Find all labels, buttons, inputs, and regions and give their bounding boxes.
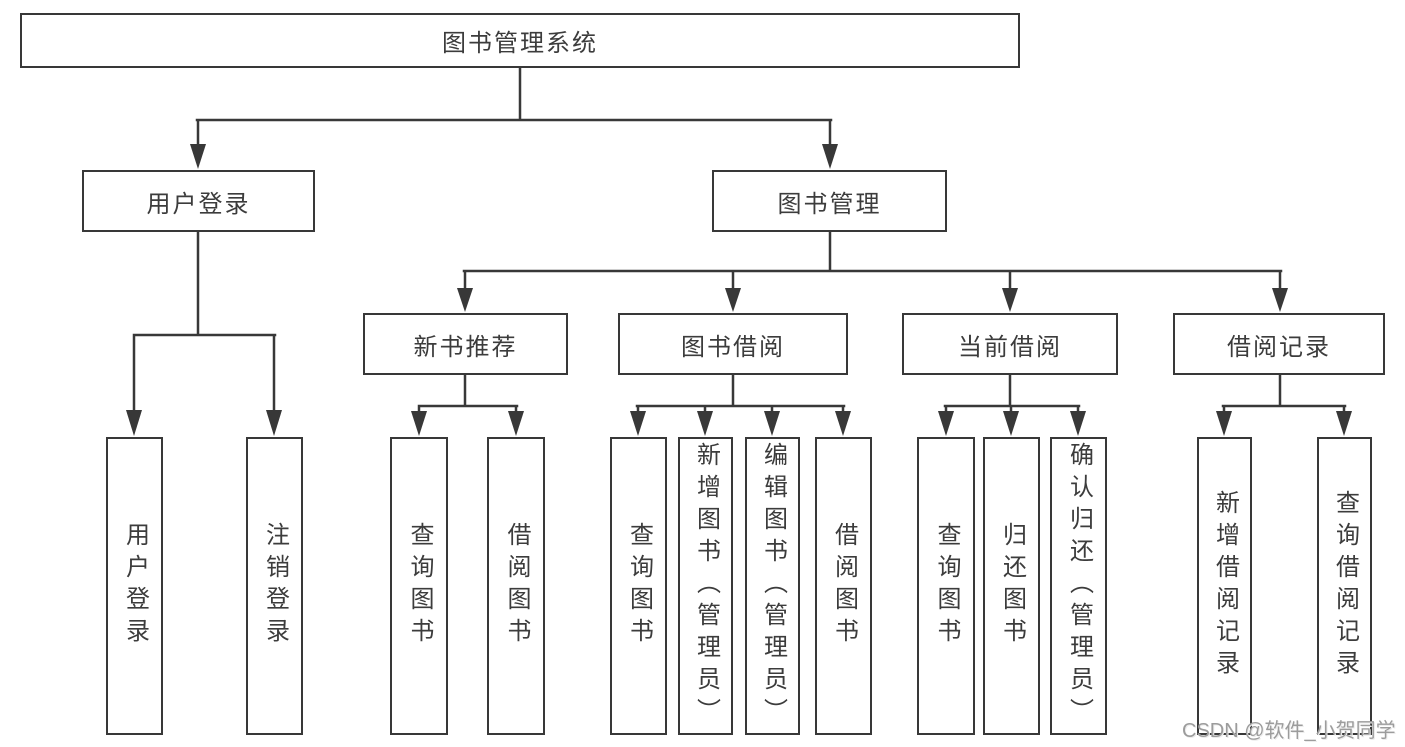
leaf-newbook-query-books: 查询图书 [390,437,448,735]
leaf-current-confirm-return: 确认归还（管理员） [1050,437,1107,735]
leaf-borrowing-edit-books: 编辑图书（管理员） [745,437,800,735]
node-book-borrowing: 图书借阅 [618,313,848,375]
leaf-current-query-books: 查询图书 [917,437,975,735]
node-label: 确认归还（管理员） [1065,442,1093,730]
node-label: 查询图书 [406,522,433,650]
node-label: 查询借阅记录 [1331,490,1359,682]
node-borrowing-records: 借阅记录 [1173,313,1385,375]
node-label: 查询图书 [625,522,653,650]
node-label: 图书管理系统 [442,30,598,57]
node-label: 当前借阅 [958,333,1062,361]
node-label: 借阅图书 [830,522,858,650]
node-label: 注销登录 [261,522,289,650]
node-label: 借阅图书 [503,522,530,650]
node-label: 用户登录 [146,190,251,218]
node-user-login: 用户登录 [82,170,315,232]
node-label: 新增借阅记录 [1211,490,1239,682]
leaf-logout: 注销登录 [246,437,303,735]
node-label: 借阅记录 [1227,333,1331,361]
node-label: 归还图书 [998,522,1026,650]
leaf-borrowing-add-books: 新增图书（管理员） [678,437,733,735]
leaf-records-add-record: 新增借阅记录 [1197,437,1252,735]
node-new-book-recommend: 新书推荐 [363,313,568,375]
leaf-newbook-borrow-books: 借阅图书 [487,437,545,735]
leaf-current-return-books: 归还图书 [983,437,1040,735]
leaf-borrowing-query-books: 查询图书 [610,437,667,735]
node-book-management: 图书管理 [712,170,947,232]
node-library-system: 图书管理系统 [20,13,1020,68]
node-label: 编辑图书（管理员） [759,442,787,730]
leaf-records-query-record: 查询借阅记录 [1317,437,1372,735]
node-current-borrowing: 当前借阅 [902,313,1118,375]
node-label: 图书管理 [777,190,882,218]
watermark: CSDN @软件_小贺同学 [1182,720,1396,742]
node-label: 新增图书（管理员） [692,442,720,730]
node-label: 查询图书 [933,522,960,650]
node-label: 用户登录 [121,522,149,650]
node-label: 新书推荐 [413,333,518,361]
leaf-borrowing-borrow-books: 借阅图书 [815,437,872,735]
leaf-user-login: 用户登录 [106,437,163,735]
node-label: 图书借阅 [681,333,785,361]
